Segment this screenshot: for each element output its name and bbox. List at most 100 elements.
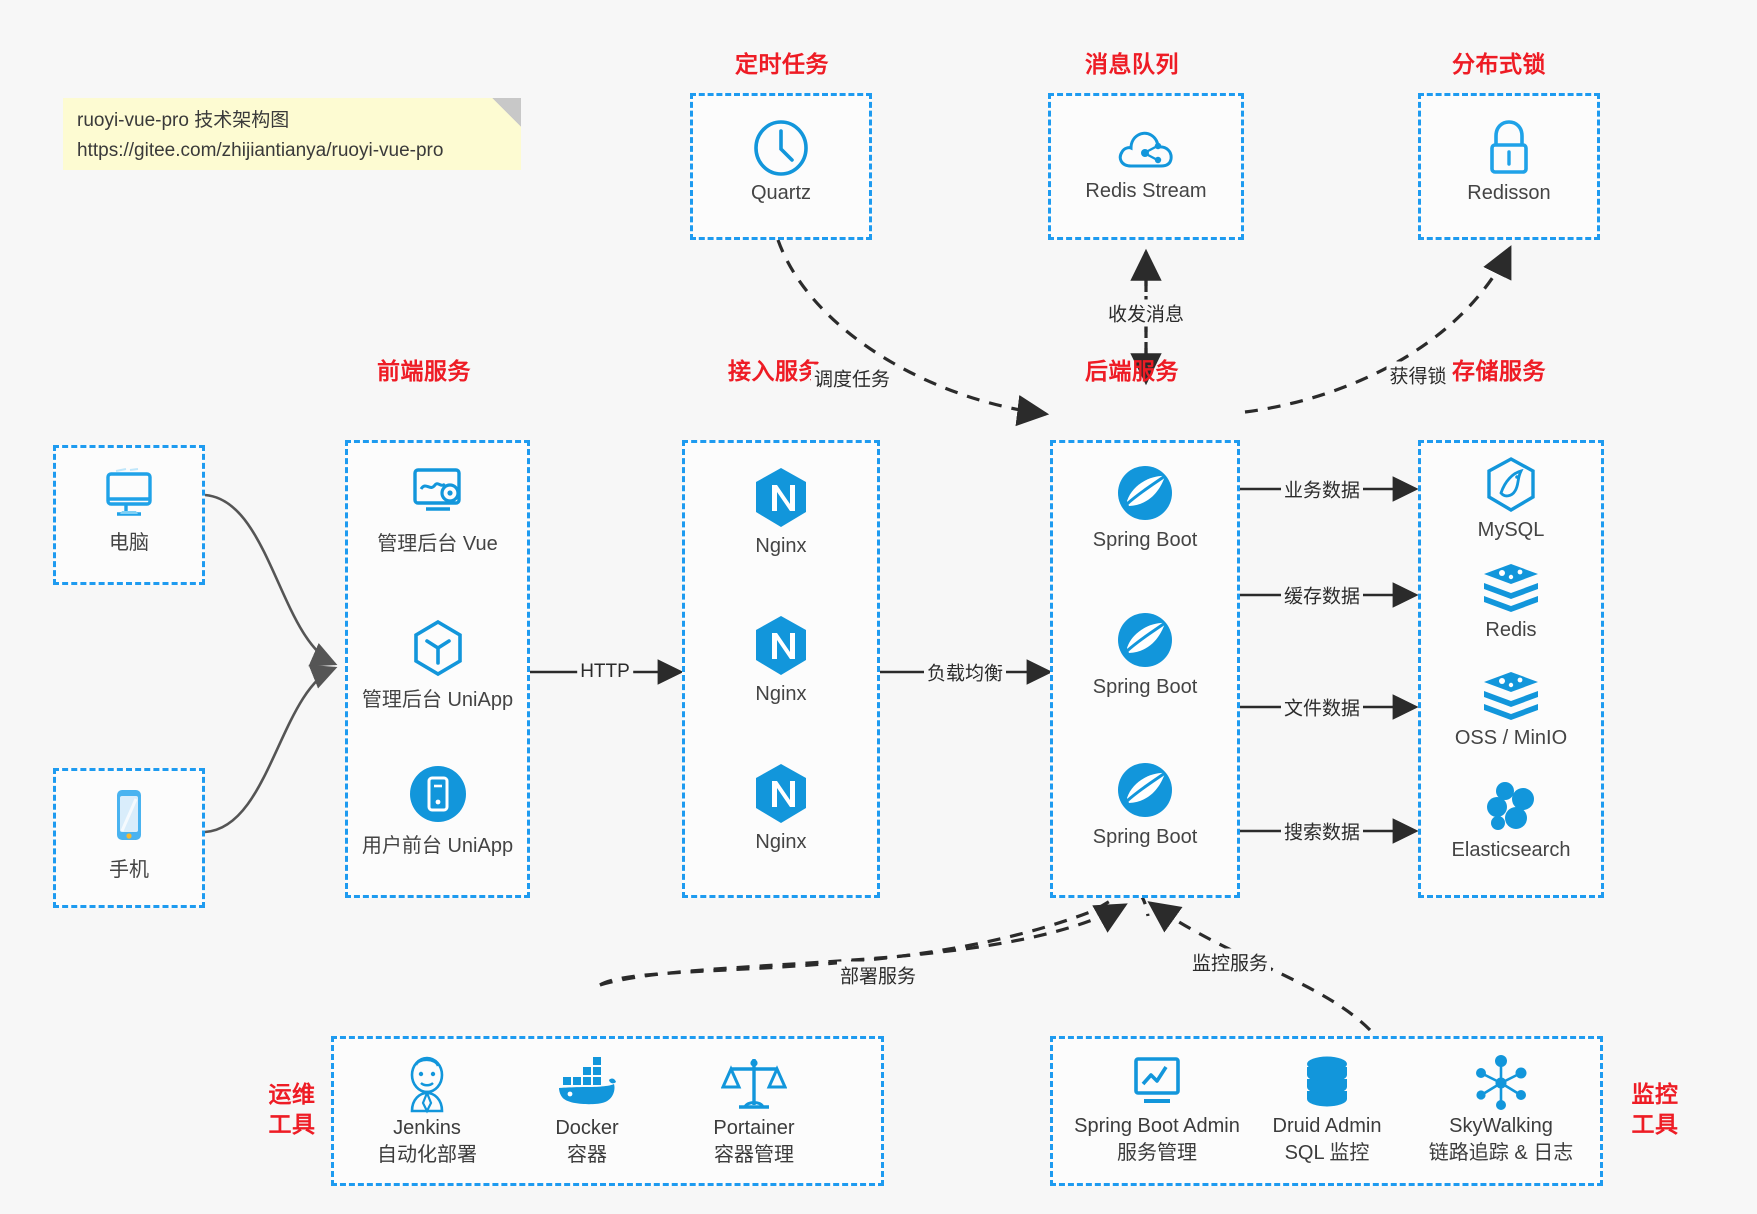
node-skywalking[interactable]: SkyWalking 链路追踪 & 日志 bbox=[1401, 1053, 1601, 1167]
node-desc: 服务管理 bbox=[1117, 1142, 1197, 1164]
cube-icon bbox=[413, 619, 462, 677]
redis-stack-icon bbox=[1484, 672, 1538, 720]
elasticsearch-icon bbox=[1487, 782, 1534, 830]
edge-label-load-balance: 负载均衡 bbox=[923, 658, 1007, 686]
group-label-message-queue: 消息队列 bbox=[1085, 51, 1179, 77]
node-label: SkyWalking bbox=[1449, 1115, 1553, 1137]
group-box-gateway: Nginx Nginx Nginx bbox=[682, 440, 880, 898]
group-box-client-desktop: 电脑 bbox=[53, 445, 205, 585]
group-box-monitor-tools: Spring Boot Admin 服务管理 Druid Admin SQL 监… bbox=[1050, 1036, 1603, 1186]
devops-label-line2: 工具 bbox=[268, 1111, 316, 1137]
devops-label-line1: 运维 bbox=[268, 1081, 316, 1107]
node-spring-boot-2[interactable]: Spring Boot bbox=[1053, 608, 1237, 699]
spring-boot-icon bbox=[1118, 613, 1172, 667]
node-admin-vue[interactable]: 管理后台 Vue bbox=[348, 465, 527, 556]
app-circle-icon bbox=[409, 766, 466, 822]
node-label: Quartz bbox=[750, 182, 812, 204]
node-desc: 容器管理 bbox=[714, 1144, 794, 1166]
node-label: Spring Boot Admin bbox=[1074, 1115, 1240, 1137]
node-desc: 自动化部署 bbox=[377, 1144, 477, 1166]
node-spring-boot-1[interactable]: Spring Boot bbox=[1053, 461, 1237, 552]
group-label-scheduled-task: 定时任务 bbox=[735, 51, 829, 77]
scales-icon bbox=[721, 1059, 787, 1109]
edge-label-cache-data: 缓存数据 bbox=[1280, 581, 1364, 609]
node-user-uniapp[interactable]: 用户前台 UniApp bbox=[348, 763, 527, 858]
node-admin-uniapp[interactable]: 管理后台 UniApp bbox=[348, 617, 527, 712]
edge-label-http: HTTP bbox=[577, 661, 633, 683]
node-spring-boot-3[interactable]: Spring Boot bbox=[1053, 758, 1237, 849]
node-label: OSS / MinIO bbox=[1454, 727, 1568, 749]
node-nginx-1[interactable]: Nginx bbox=[685, 465, 877, 558]
node-label: 手机 bbox=[109, 859, 149, 881]
node-label: 电脑 bbox=[109, 532, 149, 554]
node-desktop[interactable]: 电脑 bbox=[56, 466, 202, 555]
group-box-backend: Spring Boot Spring Boot Spring Boot bbox=[1050, 440, 1240, 898]
node-label: Redis bbox=[1485, 619, 1537, 641]
note-url: https://gitee.com/zhijiantianya/ruoyi-vu… bbox=[77, 140, 444, 161]
group-label-monitor-tools: 监控 工具 bbox=[1625, 1079, 1685, 1139]
edge-label-file-data: 文件数据 bbox=[1280, 693, 1364, 721]
note-fold-corner bbox=[492, 98, 521, 127]
node-quartz[interactable]: Quartz bbox=[693, 118, 869, 205]
node-label: Portainer bbox=[713, 1117, 795, 1139]
node-mysql[interactable]: MySQL bbox=[1421, 455, 1601, 542]
group-box-devops-tools: Jenkins 自动化部署 Docker 容器 bbox=[331, 1036, 884, 1186]
dashboard-screen-icon bbox=[412, 468, 461, 511]
group-label-gateway: 接入服务 bbox=[728, 358, 822, 384]
node-elasticsearch[interactable]: Elasticsearch bbox=[1421, 777, 1601, 862]
note-title: ruoyi-vue-pro 技术架构图 bbox=[77, 110, 290, 131]
node-portainer[interactable]: Portainer 容器管理 bbox=[674, 1053, 834, 1169]
node-label: Redisson bbox=[1467, 182, 1551, 204]
cloud-stream-icon bbox=[1118, 131, 1173, 168]
node-label: MySQL bbox=[1477, 519, 1545, 541]
node-label: Nginx bbox=[755, 535, 807, 557]
network-nodes-icon bbox=[1476, 1055, 1527, 1110]
lock-icon bbox=[1490, 120, 1528, 174]
group-box-distributed-lock: Redisson bbox=[1418, 93, 1600, 240]
nginx-icon bbox=[756, 764, 806, 823]
node-label: Nginx bbox=[755, 831, 807, 853]
group-label-frontend: 前端服务 bbox=[377, 358, 471, 384]
node-jenkins[interactable]: Jenkins 自动化部署 bbox=[352, 1053, 502, 1169]
edge-label-acquire-lock: 获得锁 bbox=[1386, 361, 1450, 389]
architecture-note: ruoyi-vue-pro 技术架构图 https://gitee.com/zh… bbox=[63, 98, 521, 170]
node-label: 管理后台 UniApp bbox=[361, 689, 514, 711]
desktop-monitor-icon bbox=[106, 468, 152, 516]
spring-boot-icon bbox=[1118, 763, 1172, 817]
docker-whale-icon bbox=[559, 1057, 616, 1105]
node-oss-minio[interactable]: OSS / MinIO bbox=[1421, 669, 1601, 750]
node-label: Nginx bbox=[755, 683, 807, 705]
group-label-backend: 后端服务 bbox=[1085, 358, 1179, 384]
node-docker[interactable]: Docker 容器 bbox=[512, 1053, 662, 1169]
monitor-label-line2: 工具 bbox=[1631, 1111, 1679, 1137]
node-desc: SQL 监控 bbox=[1284, 1142, 1370, 1164]
node-label: Docker bbox=[555, 1117, 619, 1139]
node-redis[interactable]: Redis bbox=[1421, 561, 1601, 642]
edge-label-schedule-task: 调度任务 bbox=[810, 364, 894, 392]
database-cylinder-icon bbox=[1307, 1056, 1347, 1107]
jenkins-butler-icon bbox=[410, 1056, 444, 1114]
nginx-icon bbox=[756, 468, 806, 527]
node-label: Elasticsearch bbox=[1451, 839, 1571, 861]
edge-label-business-data: 业务数据 bbox=[1280, 475, 1364, 503]
group-box-frontend: 管理后台 Vue 管理后台 UniApp 用户前台 UniApp bbox=[345, 440, 530, 898]
redis-stack-icon bbox=[1484, 564, 1538, 612]
node-label: Jenkins bbox=[393, 1117, 461, 1139]
node-redis-stream[interactable]: Redis Stream bbox=[1051, 120, 1241, 203]
nginx-icon bbox=[756, 616, 806, 675]
node-druid-admin[interactable]: Druid Admin SQL 监控 bbox=[1237, 1053, 1417, 1167]
edge-label-deploy-service: 部署服务 bbox=[836, 961, 920, 989]
edge-label-send-receive-message: 收发消息 bbox=[1104, 299, 1188, 327]
node-desc: 容器 bbox=[567, 1144, 607, 1166]
group-box-scheduled-task: Quartz bbox=[690, 93, 872, 240]
node-label: Redis Stream bbox=[1085, 180, 1207, 202]
node-nginx-2[interactable]: Nginx bbox=[685, 613, 877, 706]
node-nginx-3[interactable]: Nginx bbox=[685, 761, 877, 854]
spring-boot-icon bbox=[1118, 466, 1172, 520]
node-redisson[interactable]: Redisson bbox=[1421, 118, 1597, 205]
node-mobile[interactable]: 手机 bbox=[56, 787, 202, 882]
group-label-devops-tools: 运维 工具 bbox=[262, 1079, 322, 1139]
mobile-phone-icon bbox=[117, 790, 141, 840]
node-label: 管理后台 Vue bbox=[377, 533, 498, 555]
node-spring-boot-admin[interactable]: Spring Boot Admin 服务管理 bbox=[1057, 1053, 1257, 1167]
